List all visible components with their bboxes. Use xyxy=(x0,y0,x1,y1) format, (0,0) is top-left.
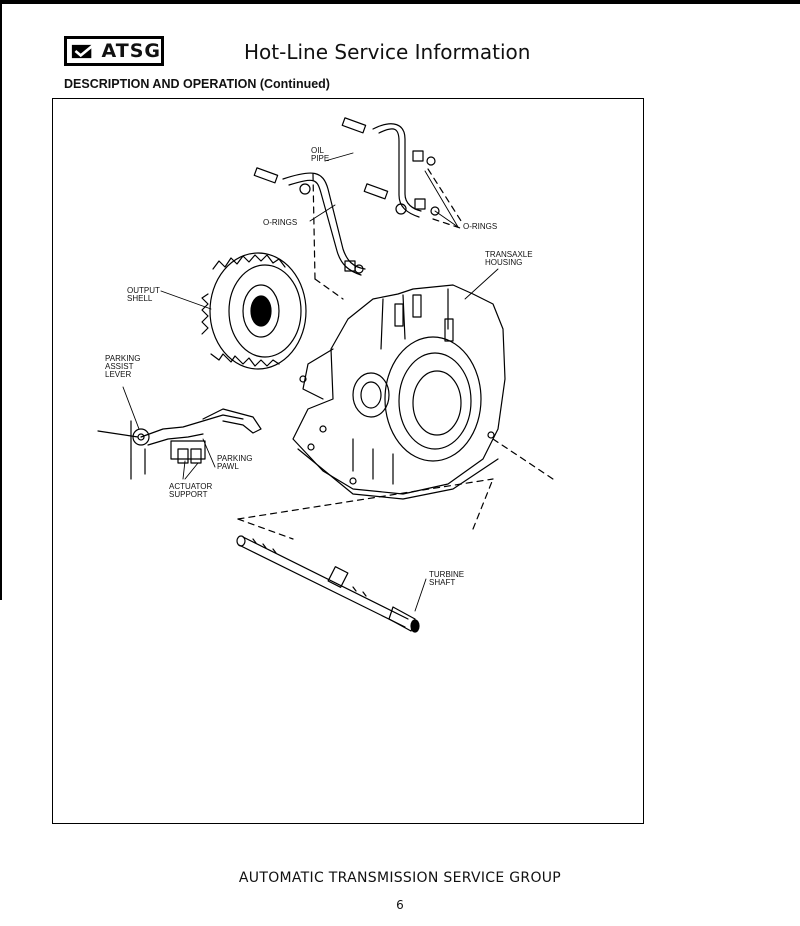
oil-pipe-drawing xyxy=(253,117,440,276)
section-heading: DESCRIPTION AND OPERATION (Continued) xyxy=(64,77,330,91)
footer-organization: AUTOMATIC TRANSMISSION SERVICE GROUP xyxy=(238,870,562,886)
callout-actuator-support: ACTUATOR SUPPORT xyxy=(169,482,213,499)
parking-mechanism-drawing xyxy=(97,408,262,480)
left-border-rule xyxy=(0,0,2,600)
page-title: Hot-Line Service Information xyxy=(244,40,531,64)
page-number: 6 xyxy=(396,898,404,912)
atsg-logo: ATSG xyxy=(64,36,164,66)
callout-output-shell: OUTPUT SHELL xyxy=(127,286,160,303)
exploded-view-figure: OIL PIPE O-RINGS O-RINGS TRANSAXLE HOUSI… xyxy=(52,98,644,824)
callout-o-rings-right: O-RINGS xyxy=(463,222,498,231)
alignment-lines xyxy=(237,168,554,540)
top-border-rule xyxy=(0,0,800,4)
output-shell-drawing xyxy=(201,252,307,370)
check-mark-icon xyxy=(71,42,97,59)
transaxle-housing-drawing xyxy=(292,284,506,500)
callout-transaxle-housing: TRANSAXLE HOUSING xyxy=(485,250,533,267)
transaxle-exploded-diagram xyxy=(97,117,554,633)
callout-oil-pipe: OIL PIPE xyxy=(311,146,330,163)
logo-text: ATSG xyxy=(101,39,161,62)
callout-o-rings-left: O-RINGS xyxy=(263,218,298,227)
callout-parking-assist-lever: PARKING ASSIST LEVER xyxy=(105,354,141,379)
leader-lines xyxy=(122,152,499,612)
callout-turbine-shaft: TURBINE SHAFT xyxy=(429,570,465,587)
turbine-shaft-drawing xyxy=(236,535,420,633)
callout-parking-pawl: PARKING PAWL xyxy=(217,454,253,471)
